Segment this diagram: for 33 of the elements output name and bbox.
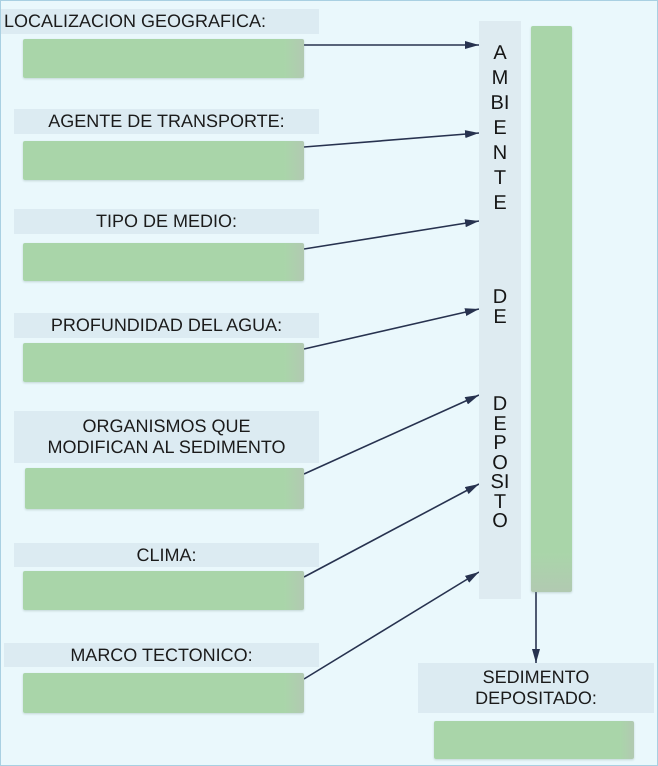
vertical-label: AMBIENTE [490,41,510,216]
field-label: MARCO TECTONICO: [70,644,253,666]
field-label: CLIMA: [136,544,196,566]
arrow [304,571,480,680]
field-label: TIPO DE MEDIO: [96,211,237,232]
arrow [304,308,480,350]
arrow [304,483,480,578]
answer-box [23,673,304,713]
answer-box [23,141,304,180]
field-label: SEDIMENTO DEPOSITADO: [474,667,598,709]
label-band [4,643,319,667]
answer-box [531,26,572,592]
arrow [304,394,480,475]
field-label: LOCALIZACION GEOGRAFICA: [4,11,266,32]
answer-box [23,571,304,610]
field-label: AGENTE DE TRANSPORTE: [48,111,285,132]
field-label: ORGANISMOS QUE MODIFICAN AL SEDIMENTO [46,416,287,458]
answer-box [23,343,304,382]
answer-box [434,721,634,759]
arrow [304,219,480,250]
arrow [304,130,480,148]
field-label: PROFUNDIDAD DEL AGUA: [50,315,282,336]
answer-box [25,468,304,509]
label-band [14,543,319,567]
label-band [1,9,319,34]
label-band [418,663,654,713]
answer-box [23,243,304,281]
arrow [532,592,540,663]
arrow [304,41,479,49]
vertical-label: DE [492,288,508,327]
label-band [479,21,521,599]
vertical-label: DEPOSITO [490,395,510,532]
answer-box [23,39,304,78]
